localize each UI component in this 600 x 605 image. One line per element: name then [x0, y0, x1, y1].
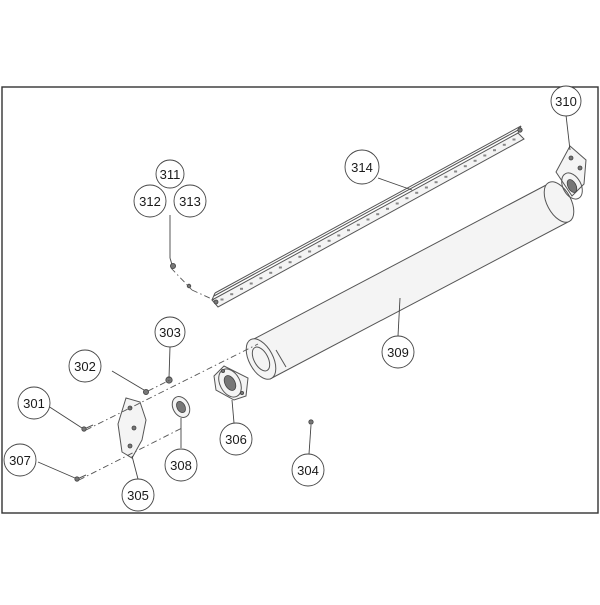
rail-perforation: [269, 271, 273, 274]
part-number-308: 308: [170, 458, 192, 473]
part-number-304: 304: [297, 463, 319, 478]
rail-perforation: [366, 218, 370, 221]
callout-312[interactable]: 312: [133, 184, 167, 218]
rail-perforation: [337, 234, 341, 237]
rail-perforation: [502, 143, 506, 146]
rail-perforation: [230, 293, 234, 296]
part-number-305: 305: [127, 488, 149, 503]
callout-313[interactable]: 313: [173, 184, 207, 218]
rail-perforation: [249, 282, 253, 285]
rail-perforation: [415, 191, 419, 194]
callout-303[interactable]: 303: [154, 316, 186, 348]
rail-perforation: [454, 170, 458, 173]
callout-306[interactable]: 306: [219, 422, 253, 456]
rail-perforation: [434, 181, 438, 184]
callout-302[interactable]: 302: [68, 349, 102, 383]
rail-perforation: [512, 138, 516, 141]
part-number-312: 312: [139, 194, 161, 209]
rail-perforation: [444, 175, 448, 178]
callout-314[interactable]: 314: [344, 149, 380, 185]
rail-perforation: [220, 298, 224, 301]
rail-perforation: [405, 197, 409, 200]
part-bearing-308: [171, 396, 191, 418]
part-number-313: 313: [179, 194, 201, 209]
rail-perforation: [483, 154, 487, 157]
rail-perforation: [424, 186, 428, 189]
rail-perforation: [288, 261, 292, 264]
rail-perforation: [327, 239, 331, 242]
leader-lines: [37, 114, 571, 480]
part-cylinder-309: [245, 181, 575, 380]
callout-307[interactable]: 307: [3, 443, 37, 477]
assembly-center-lines: [78, 267, 259, 481]
part-number-302: 302: [74, 359, 96, 374]
diagram-frame: [1, 86, 599, 514]
part-number-309: 309: [387, 345, 409, 360]
rail-perforation: [386, 207, 389, 210]
part-number-307: 307: [9, 453, 31, 468]
rail-perforation: [493, 149, 496, 152]
part-number-311: 311: [160, 167, 181, 182]
part-side-bracket-305: [117, 397, 147, 459]
callout-310[interactable]: 310: [550, 85, 582, 117]
rail-perforation: [298, 255, 302, 258]
callout-309[interactable]: 309: [381, 335, 415, 369]
part-number-314: 314: [351, 160, 373, 175]
part-flange-bearing-306: [213, 365, 249, 401]
callout-311[interactable]: 311: [155, 159, 185, 189]
rail-perforation: [376, 213, 380, 216]
rail-perforation: [308, 250, 312, 253]
part-number-303: 303: [159, 325, 181, 340]
part-number-310: 310: [555, 94, 577, 109]
callout-304[interactable]: 304: [291, 453, 325, 487]
callout-308[interactable]: 308: [164, 448, 198, 482]
rail-perforation: [240, 287, 243, 290]
rail-perforation: [473, 159, 477, 162]
small-hardware: [74, 257, 314, 482]
part-number-306: 306: [225, 432, 247, 447]
rail-perforation: [259, 277, 263, 280]
part-end-bracket-310: [555, 145, 587, 200]
part-rail-314: [211, 125, 525, 308]
part-number-301: 301: [23, 396, 45, 411]
rail-perforation: [317, 245, 321, 248]
callout-305[interactable]: 305: [121, 478, 155, 512]
rail-perforation: [356, 223, 360, 226]
rail-perforation: [347, 229, 350, 232]
rail-perforation: [278, 266, 282, 269]
rail-perforation: [463, 165, 467, 168]
callout-301[interactable]: 301: [17, 386, 51, 420]
rail-perforation: [395, 202, 399, 205]
